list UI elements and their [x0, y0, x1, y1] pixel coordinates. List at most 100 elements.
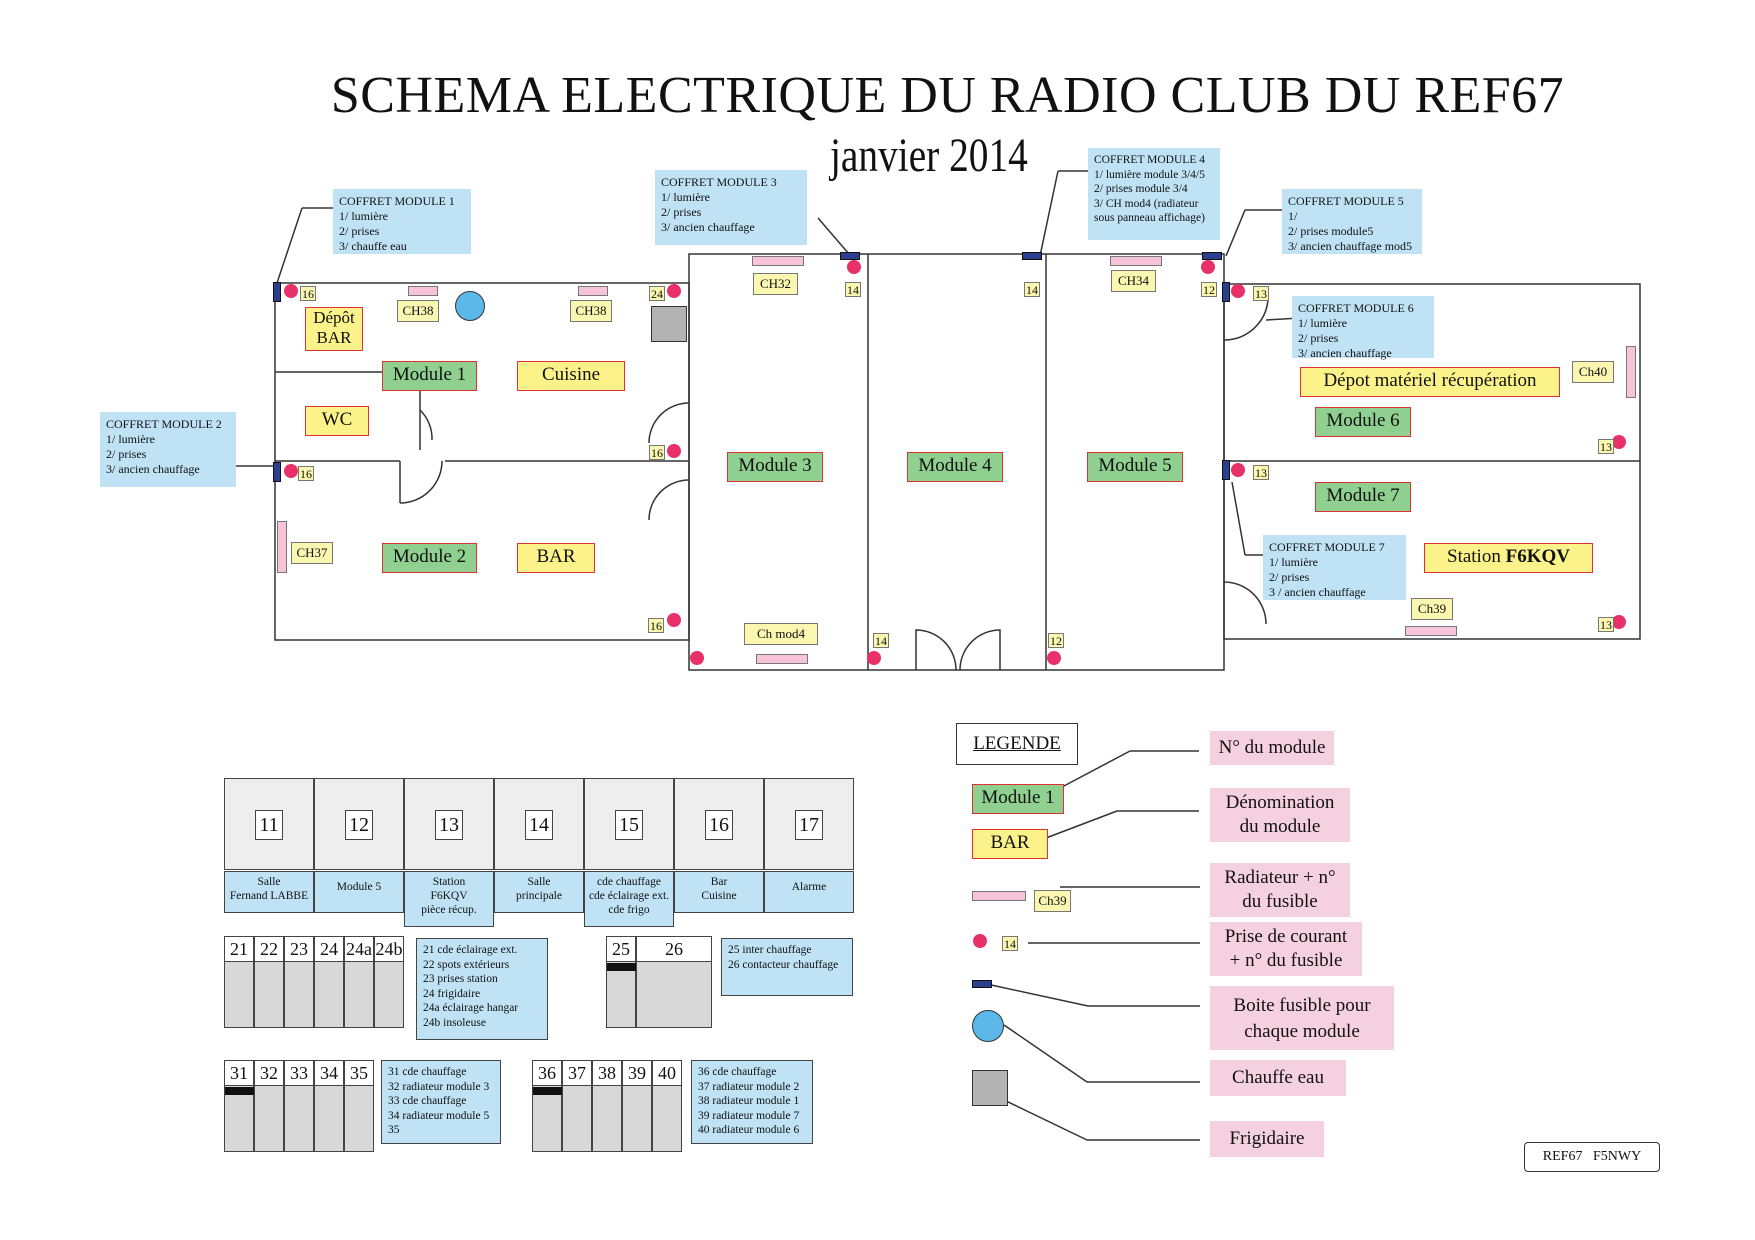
- room-bar: BAR: [517, 543, 595, 573]
- outlet: [284, 464, 298, 478]
- fuse-number: 24: [649, 286, 665, 301]
- panel-unit: 16: [674, 778, 764, 870]
- breaker: 24a: [344, 936, 374, 1028]
- legend-fusebox-icon: [972, 980, 992, 988]
- room-wc: WC: [305, 406, 369, 436]
- fuse-number: 12: [1048, 633, 1064, 648]
- legend-item-module-number: N° du module: [1210, 731, 1334, 765]
- fuse-number: 12: [1201, 282, 1217, 297]
- breaker: 40: [652, 1060, 682, 1152]
- panel-unit: 15: [584, 778, 674, 870]
- module-2-label: Module 2: [382, 543, 477, 573]
- fuse-number: 14: [1024, 282, 1040, 297]
- fusebox-module-3: [840, 252, 860, 260]
- legend-module-example: Module 1: [972, 784, 1064, 814]
- breaker: 34: [314, 1060, 344, 1152]
- room-depot-bar: Dépôt BAR: [305, 307, 363, 351]
- breaker: 31: [224, 1060, 255, 1152]
- breaker-marker: [607, 963, 637, 971]
- breaker-list-36-40: 36 cde chauffage 37 radiateur module 2 3…: [691, 1060, 813, 1144]
- outlet: [1201, 260, 1215, 274]
- outlet: [1612, 615, 1626, 629]
- fuse-number: 14: [873, 633, 889, 648]
- breaker-number: 36: [533, 1061, 561, 1086]
- panel-unit-label: Bar Cuisine: [674, 871, 764, 913]
- fuse-number: 16: [649, 445, 665, 460]
- radiator: [756, 654, 808, 664]
- legend-item-outlet: Prise de courant + n° du fusible: [1210, 922, 1362, 976]
- fuse-number: 14: [845, 282, 861, 297]
- breaker-marker: [225, 1087, 255, 1095]
- radiator-label: CH34: [1111, 270, 1156, 292]
- radiator-label: CH37: [291, 542, 333, 564]
- coffret-module-6: COFFRET MODULE 6 1/ lumière 2/ prises 3/…: [1292, 296, 1434, 360]
- breaker: 26: [636, 936, 712, 1028]
- legend-item-fusebox: Boite fusible pour chaque module: [1210, 986, 1394, 1050]
- panel-unit: 13: [404, 778, 494, 870]
- legend-title: LEGENDE: [956, 723, 1078, 765]
- panel-unit-number: 11: [255, 810, 283, 840]
- radiator: [1405, 626, 1457, 636]
- radiator-label: Ch mod4: [744, 623, 818, 645]
- fusebox-module-6: [1222, 282, 1230, 302]
- coffret-module-1: COFFRET MODULE 1 1/ lumière 2/ prises 3/…: [333, 189, 471, 254]
- breaker-number: 26: [637, 937, 711, 962]
- panel-unit-number: 15: [615, 810, 643, 840]
- breaker-number: 24a: [345, 937, 373, 962]
- legend-item-fridge: Frigidaire: [1210, 1121, 1324, 1157]
- breaker-number: 35: [345, 1061, 373, 1086]
- legend-item-radiator: Radiateur + n° du fusible: [1210, 863, 1350, 917]
- breaker-number: 31: [225, 1061, 253, 1086]
- breaker-number: 34: [315, 1061, 343, 1086]
- coffret-module-5: COFFRET MODULE 5 1/ 2/ prises module5 3/…: [1282, 189, 1422, 254]
- breaker-number: 37: [563, 1061, 591, 1086]
- fuse-number: 16: [298, 466, 314, 481]
- radiator-label: CH32: [753, 273, 798, 295]
- panel-unit: 14: [494, 778, 584, 870]
- panel-unit-label: Salle principale: [494, 871, 584, 913]
- panel-unit-label: Alarme: [764, 871, 854, 913]
- outlet: [1612, 435, 1626, 449]
- room-depot-materiel: Dépot matériel récupération: [1300, 367, 1560, 397]
- coffret-module-3: COFFRET MODULE 3 1/ lumière 2/ prises 3/…: [655, 170, 807, 245]
- breaker-number: 38: [593, 1061, 621, 1086]
- breaker-number: 21: [225, 937, 253, 962]
- module-6-label: Module 6: [1315, 407, 1411, 437]
- panel-unit-number: 17: [795, 810, 823, 840]
- fuse-number: 16: [648, 618, 664, 633]
- signature: REF67 F5NWY: [1524, 1142, 1660, 1172]
- outlet: [284, 284, 298, 298]
- fusebox-module-2: [273, 462, 281, 482]
- breaker: 37: [562, 1060, 592, 1152]
- breaker: 39: [622, 1060, 652, 1152]
- legend-fuse-number: 14: [1002, 936, 1018, 951]
- breaker-list-20s: 21 cde éclairage ext. 22 spots extérieur…: [416, 938, 548, 1040]
- panel-unit: 17: [764, 778, 854, 870]
- station-callsign: F6KQV: [1505, 546, 1570, 567]
- outlet: [1231, 463, 1245, 477]
- radiator-label: Ch40: [1572, 361, 1614, 383]
- outlet: [867, 651, 881, 665]
- radiator-label: CH38: [397, 300, 439, 322]
- fuse-number: 13: [1598, 439, 1614, 454]
- fusebox-module-4: [1022, 252, 1042, 260]
- breaker-number: 40: [653, 1061, 681, 1086]
- outlet: [847, 260, 861, 274]
- breaker-number: 24b: [375, 937, 403, 962]
- panel-unit: 12: [314, 778, 404, 870]
- panel-unit-number: 12: [345, 810, 373, 840]
- fridge-icon: [651, 306, 687, 342]
- legend-fridge-icon: [972, 1070, 1008, 1106]
- breaker: 25: [606, 936, 637, 1028]
- radiator: [578, 286, 608, 296]
- panel-unit-number: 14: [525, 810, 553, 840]
- legend-outlet-icon: [973, 934, 987, 948]
- breaker-number: 33: [285, 1061, 313, 1086]
- legend-room-example: BAR: [972, 829, 1048, 859]
- legend-radiator-label: Ch39: [1034, 890, 1071, 912]
- page-subtitle: janvier 2014: [830, 129, 1028, 182]
- radiator: [277, 521, 287, 573]
- breaker-list-31-35: 31 cde chauffage 32 radiateur module 3 3…: [381, 1060, 501, 1144]
- fusebox-module-1: [273, 282, 281, 302]
